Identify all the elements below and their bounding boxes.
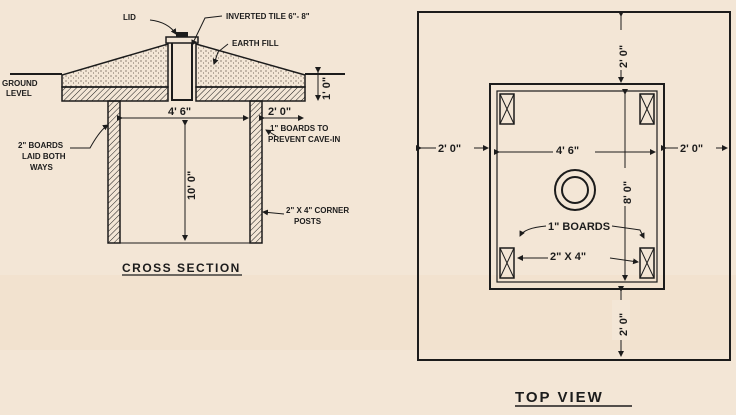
- top-view-boards-label: 1" BOARDS: [548, 221, 610, 233]
- fill-height-dimension-text: 1' 0": [321, 77, 333, 100]
- inverted-tile: [171, 41, 193, 101]
- left-dim-text-bg: [436, 140, 474, 156]
- corner-post-bottom-left: [499, 247, 515, 279]
- corner-posts-label-line1: 2" X 4" CORNER: [286, 206, 349, 215]
- right-overhang-dimension-text: 2' 0": [680, 143, 703, 155]
- top-view-length-dimension-text: 8' 0": [622, 181, 634, 204]
- corner-post-top-left: [499, 93, 515, 125]
- pit-outline-inner: [496, 90, 658, 283]
- boards-leader-right: [611, 225, 645, 239]
- boards-leader-left: [519, 225, 547, 237]
- posts-leader-right: [609, 257, 639, 265]
- boards-1in-leader: [265, 129, 277, 137]
- inverted-tile-label: INVERTED TILE 6"- 8": [226, 12, 310, 21]
- corner-posts-label-line2: POSTS: [294, 217, 322, 226]
- pit-outline-outer: [489, 83, 665, 290]
- cross-section-title: CROSS SECTION: [122, 261, 241, 275]
- boards-2in-leader: [70, 124, 109, 149]
- cross-section-drawing: LID INVERTED TILE 6"- 8" EARTH FILL GROU…: [2, 12, 349, 276]
- depth-dimension-text: 10' 0": [186, 171, 198, 200]
- tile-leader: [191, 15, 223, 46]
- bottom-overhang-dimension-text: 2' 0": [618, 313, 630, 336]
- right-dim-text-bg: [678, 140, 716, 156]
- top-view-drawing: 2' 0" 2' 0" 2' 0" 2' 0" 4' 6" 8' 0" 1" B…: [416, 11, 731, 407]
- overhang-dimension-text: 2' 0": [268, 106, 291, 118]
- pit-wall-left: [107, 100, 121, 244]
- corner-posts-leader: [262, 209, 285, 216]
- boards-2in-label-line1: 2" BOARDS: [18, 141, 64, 150]
- top-view-outer-border: [417, 11, 731, 361]
- ground-level-label-line2: LEVEL: [6, 89, 32, 98]
- top-view-width-dimension-text: 4' 6": [556, 145, 579, 157]
- width-dim-text-bg: [553, 142, 595, 158]
- top-dim-text-bg: [612, 30, 630, 70]
- width-dimension-text: 4' 6": [168, 106, 191, 118]
- earth-fill-label: EARTH FILL: [232, 39, 279, 48]
- tile-opening-outer: [554, 169, 596, 211]
- top-overhang-dimension-text: 2' 0": [618, 45, 630, 68]
- bottom-dim-text-bg: [612, 300, 630, 340]
- pit-wall-right: [249, 100, 263, 244]
- boards-1in-label-line1: 1" BOARDS TO: [270, 124, 328, 133]
- length-dim-text-bg: [617, 168, 635, 206]
- roof-boards-left: [61, 86, 169, 102]
- top-view-posts-label: 2" X 4": [550, 251, 586, 263]
- corner-post-top-right: [639, 93, 655, 125]
- boards-1in-label-line2: PREVENT CAVE-IN: [268, 135, 341, 144]
- lid-leader: [149, 19, 177, 35]
- boards-2in-label-line2: LAID BOTH: [22, 152, 66, 161]
- boards-2in-label-line3: WAYS: [30, 163, 53, 172]
- tile-opening-inner: [561, 176, 589, 204]
- left-overhang-dimension-text: 2' 0": [438, 143, 461, 155]
- lid-label: LID: [123, 13, 136, 22]
- corner-post-bottom-right: [639, 247, 655, 279]
- earth-fill-leader: [212, 43, 229, 65]
- top-view-title: TOP VIEW: [515, 389, 604, 406]
- tile-lid-cap: [176, 32, 188, 37]
- roof-boards-right: [195, 86, 306, 102]
- ground-level-label-line1: GROUND: [2, 79, 38, 88]
